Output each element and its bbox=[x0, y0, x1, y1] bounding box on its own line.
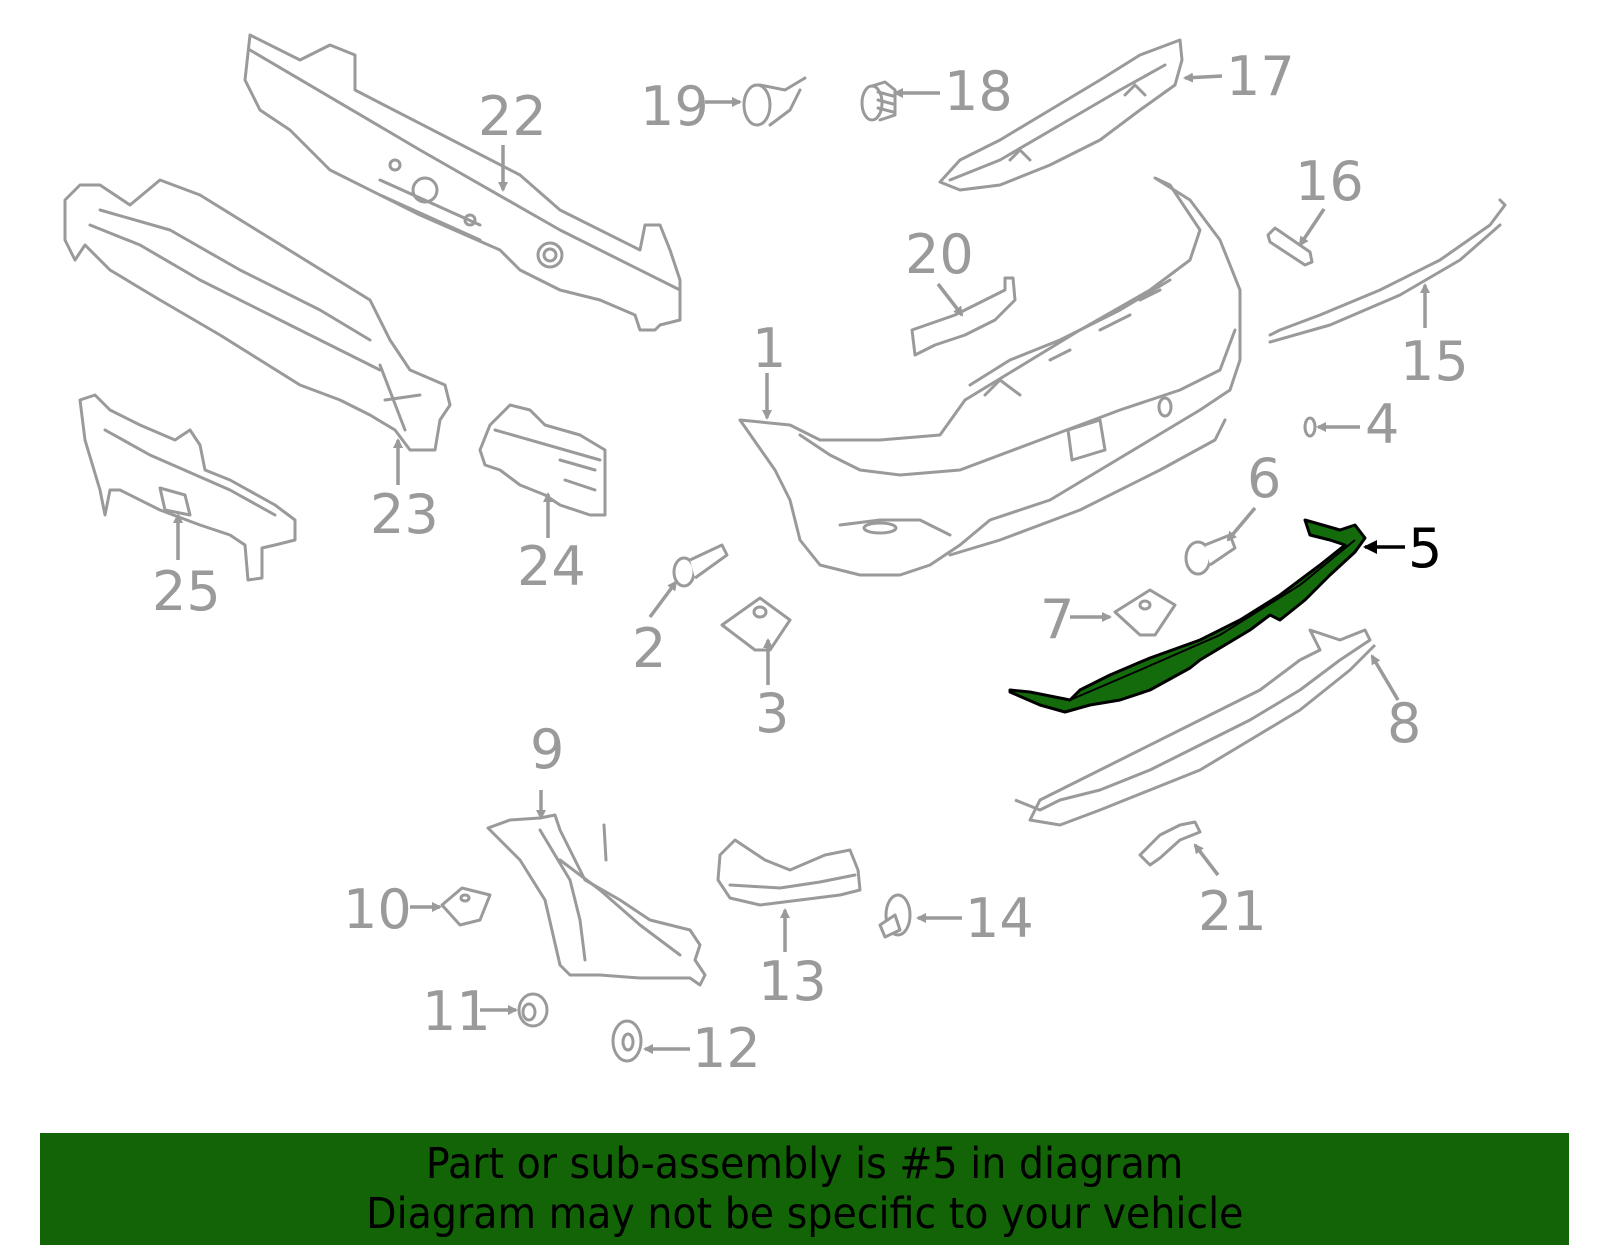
part-16-reflector bbox=[1266, 226, 1314, 267]
part-18-grommet bbox=[860, 80, 897, 122]
part-23-energy-absorber bbox=[63, 178, 452, 452]
callout-21[interactable]: 21 bbox=[1198, 880, 1267, 943]
callout-12[interactable]: 12 bbox=[692, 1017, 761, 1080]
callout-4[interactable]: 4 bbox=[1365, 393, 1400, 456]
callout-7[interactable]: 7 bbox=[1040, 588, 1075, 651]
part-21-trim bbox=[1138, 820, 1202, 867]
callout-16[interactable]: 16 bbox=[1295, 150, 1364, 213]
callout-8[interactable]: 8 bbox=[1387, 692, 1422, 755]
part-7-clip-nut bbox=[1113, 588, 1177, 637]
diagram-illustration bbox=[63, 33, 1507, 1063]
callout-10[interactable]: 10 bbox=[343, 878, 412, 941]
callout-1[interactable]: 1 bbox=[752, 317, 787, 380]
callout-22[interactable]: 22 bbox=[478, 85, 547, 148]
part-1-bumper-cover bbox=[738, 176, 1242, 577]
part-6-bolt bbox=[1184, 533, 1237, 576]
callout-25[interactable]: 25 bbox=[152, 560, 221, 623]
callout-11[interactable]: 11 bbox=[422, 980, 491, 1043]
banner-line-disclaimer: Diagram may not be specific to your vehi… bbox=[365, 1189, 1244, 1239]
part-11-hex-nut bbox=[517, 992, 549, 1028]
callout-20[interactable]: 20 bbox=[905, 223, 974, 286]
callout-19[interactable]: 19 bbox=[640, 75, 709, 138]
parts-diagram: 1 2 3 4 5 6 7 8 9 10 11 12 13 14 15 16 1… bbox=[63, 33, 1507, 1080]
callout-14[interactable]: 14 bbox=[965, 887, 1034, 950]
part-12-washer bbox=[611, 1019, 643, 1063]
part-24-bracket bbox=[478, 403, 607, 517]
callout-23[interactable]: 23 bbox=[370, 483, 439, 546]
callout-17[interactable]: 17 bbox=[1226, 45, 1295, 108]
callout-13[interactable]: 13 bbox=[758, 950, 827, 1013]
callout-2[interactable]: 2 bbox=[632, 617, 667, 680]
callout-24[interactable]: 24 bbox=[517, 535, 586, 598]
part-22-reinforcement-beam bbox=[243, 33, 682, 332]
leader-arrows bbox=[173, 72, 1430, 1054]
part-17-trim-strip bbox=[938, 38, 1184, 192]
part-15-molding bbox=[1268, 198, 1507, 344]
part-8-lower-valance bbox=[1014, 628, 1377, 827]
callout-3[interactable]: 3 bbox=[755, 682, 790, 745]
callout-18[interactable]: 18 bbox=[944, 60, 1013, 123]
part-13-bracket bbox=[716, 838, 862, 907]
part-9-bracket bbox=[486, 813, 707, 987]
callout-9[interactable]: 9 bbox=[530, 718, 565, 781]
part-4-clip bbox=[1303, 416, 1317, 438]
part-5-highlighted-bracket bbox=[1008, 518, 1367, 714]
callout-15[interactable]: 15 bbox=[1400, 330, 1469, 393]
part-3-clip-nut bbox=[720, 596, 792, 652]
part-19-clip bbox=[742, 76, 807, 127]
part-14-push-pin bbox=[878, 893, 912, 939]
part-20-bracket bbox=[910, 276, 1017, 357]
part-10-nut bbox=[440, 886, 492, 927]
callout-5[interactable]: 5 bbox=[1408, 517, 1443, 580]
callout-6[interactable]: 6 bbox=[1247, 447, 1282, 510]
info-banner: Part or sub-assembly is #5 in diagram Di… bbox=[40, 1133, 1569, 1245]
part-2-bolt bbox=[672, 543, 729, 588]
part-25-bracket bbox=[78, 393, 297, 582]
banner-line-part-number: Part or sub-assembly is #5 in diagram bbox=[425, 1139, 1184, 1189]
